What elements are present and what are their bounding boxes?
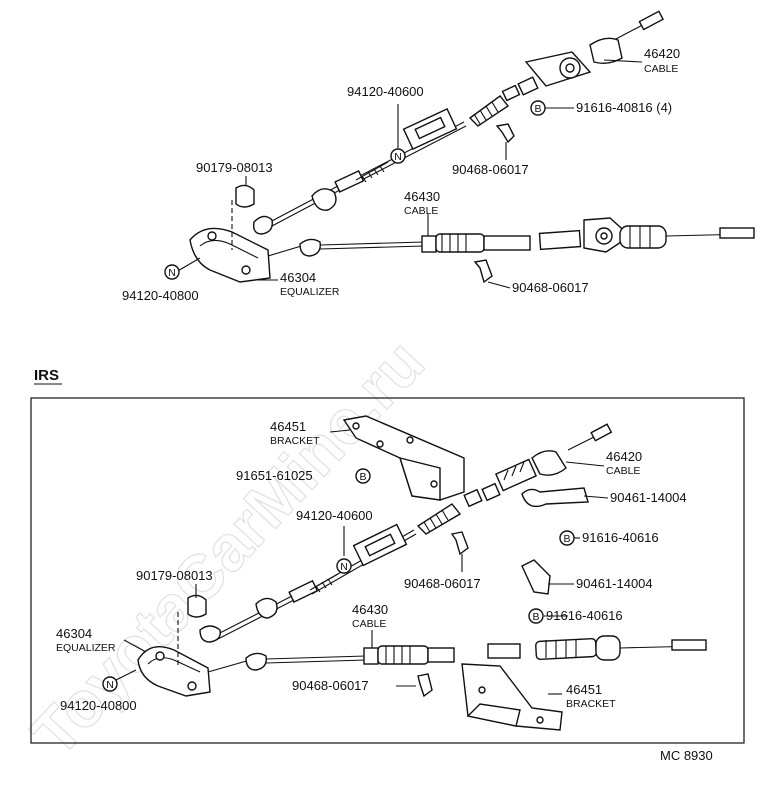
label-90468-06017-lower: 90468-06017 bbox=[512, 280, 589, 295]
irs-symbol-b-91651: B bbox=[355, 468, 371, 484]
irs-symbol-n-lower: N bbox=[102, 676, 118, 692]
irs-section-title: IRS bbox=[34, 367, 59, 384]
label-90468-06017-upper: 90468-06017 bbox=[452, 162, 529, 177]
irs-label-46430-sub: CABLE bbox=[352, 618, 386, 630]
irs-label-90461-14004-upper: 90461-14004 bbox=[610, 490, 687, 505]
irs-label-90179-08013: 90179-08013 bbox=[136, 568, 213, 583]
clip-90468-irs-upper-drawing bbox=[450, 531, 469, 556]
label-46420-sub: CABLE bbox=[644, 63, 678, 75]
top-assembly: N B N 46420 CABLE 94120-40600 91616-4081… bbox=[122, 10, 755, 303]
symbol-b-upper: B bbox=[530, 100, 546, 116]
irs-label-91616-40616-upper: 91616-40616 bbox=[582, 530, 659, 545]
irs-label-46304-sub: EQUALIZER bbox=[56, 642, 116, 654]
leader-irs-46420 bbox=[565, 461, 605, 467]
irs-label-46304: 46304 bbox=[56, 626, 92, 641]
clip-90468-upper-drawing bbox=[495, 123, 515, 144]
bracket-46451-lower-drawing bbox=[461, 663, 563, 731]
irs-symbol-b-91616-lower-text: B bbox=[532, 611, 539, 623]
label-90179-08013: 90179-08013 bbox=[196, 160, 273, 175]
irs-symbol-n-upper-text: N bbox=[340, 561, 348, 573]
irs-label-46451-upper: 46451 bbox=[270, 419, 306, 434]
equalizer-46304-drawing bbox=[189, 184, 271, 283]
cable-46430-drawing bbox=[267, 217, 755, 257]
irs-label-46451-lower: 46451 bbox=[566, 682, 602, 697]
symbol-n-lower-text: N bbox=[168, 267, 176, 279]
irs-label-91651-61025: 91651-61025 bbox=[236, 468, 313, 483]
irs-label-46420: 46420 bbox=[606, 449, 642, 464]
label-46304-sub: EQUALIZER bbox=[280, 286, 340, 298]
symbol-n-upper: N bbox=[390, 148, 406, 164]
irs-label-46451-upper-sub: BRACKET bbox=[270, 435, 320, 447]
symbol-b-upper-text: B bbox=[534, 103, 541, 115]
leader-94120-40800 bbox=[175, 257, 201, 273]
clip-90461-upper-drawing bbox=[521, 487, 589, 508]
irs-symbol-n-upper: N bbox=[336, 558, 352, 574]
irs-label-94120-40800: 94120-40800 bbox=[60, 698, 137, 713]
cable-46420-irs-drawing bbox=[199, 423, 613, 643]
symbol-n-lower: N bbox=[164, 264, 180, 280]
irs-label-46430: 46430 bbox=[352, 602, 388, 617]
irs-symbol-b-91616-upper: B bbox=[559, 530, 575, 546]
equalizer-46304-irs-drawing bbox=[137, 594, 211, 697]
irs-label-46420-sub: CABLE bbox=[606, 465, 640, 477]
clip-90468-irs-lower-drawing bbox=[417, 673, 433, 698]
bracket-46451-upper-drawing bbox=[342, 415, 465, 501]
leader-irs-90461-upper bbox=[583, 495, 609, 499]
irs-symbol-b-91651-text: B bbox=[359, 471, 366, 483]
label-46420: 46420 bbox=[644, 46, 680, 61]
label-46304: 46304 bbox=[280, 270, 316, 285]
leader-irs-46304 bbox=[123, 639, 147, 653]
label-46430: 46430 bbox=[404, 189, 440, 204]
irs-symbol-b-91616-lower: B bbox=[528, 608, 544, 624]
leader-irs-46451-upper bbox=[329, 429, 351, 433]
irs-label-90461-14004-lower: 90461-14004 bbox=[576, 576, 653, 591]
irs-symbol-b-91616-upper-text: B bbox=[563, 533, 570, 545]
label-91616-40816: 91616-40816 (4) bbox=[576, 100, 672, 115]
irs-label-94120-40600: 94120-40600 bbox=[296, 508, 373, 523]
irs-assembly: B N B B N 46451 BRACKET 46420 CABLE 9165… bbox=[56, 415, 707, 731]
irs-label-90468-06017-lower: 90468-06017 bbox=[292, 678, 369, 693]
irs-label-90468-06017-upper: 90468-06017 bbox=[404, 576, 481, 591]
symbol-n-upper-text: N bbox=[394, 151, 402, 163]
label-94120-40600: 94120-40600 bbox=[347, 84, 424, 99]
label-94120-40800: 94120-40800 bbox=[122, 288, 199, 303]
cable-46430-irs-drawing bbox=[207, 635, 707, 673]
leader-90468-lower bbox=[487, 281, 511, 289]
diagram-code: MC 8930 bbox=[660, 748, 713, 763]
clip-90461-lower-drawing bbox=[521, 559, 551, 595]
label-46430-sub: CABLE bbox=[404, 205, 438, 217]
leader-46420 bbox=[603, 59, 643, 63]
clip-90468-lower-drawing bbox=[473, 259, 493, 284]
irs-frame bbox=[30, 397, 745, 744]
cable-46420-drawing bbox=[252, 10, 665, 235]
irs-label-46451-lower-sub: BRACKET bbox=[566, 698, 616, 710]
irs-label-91616-40616-lower: 91616-40616 bbox=[546, 608, 623, 623]
irs-symbol-n-lower-text: N bbox=[106, 679, 114, 691]
